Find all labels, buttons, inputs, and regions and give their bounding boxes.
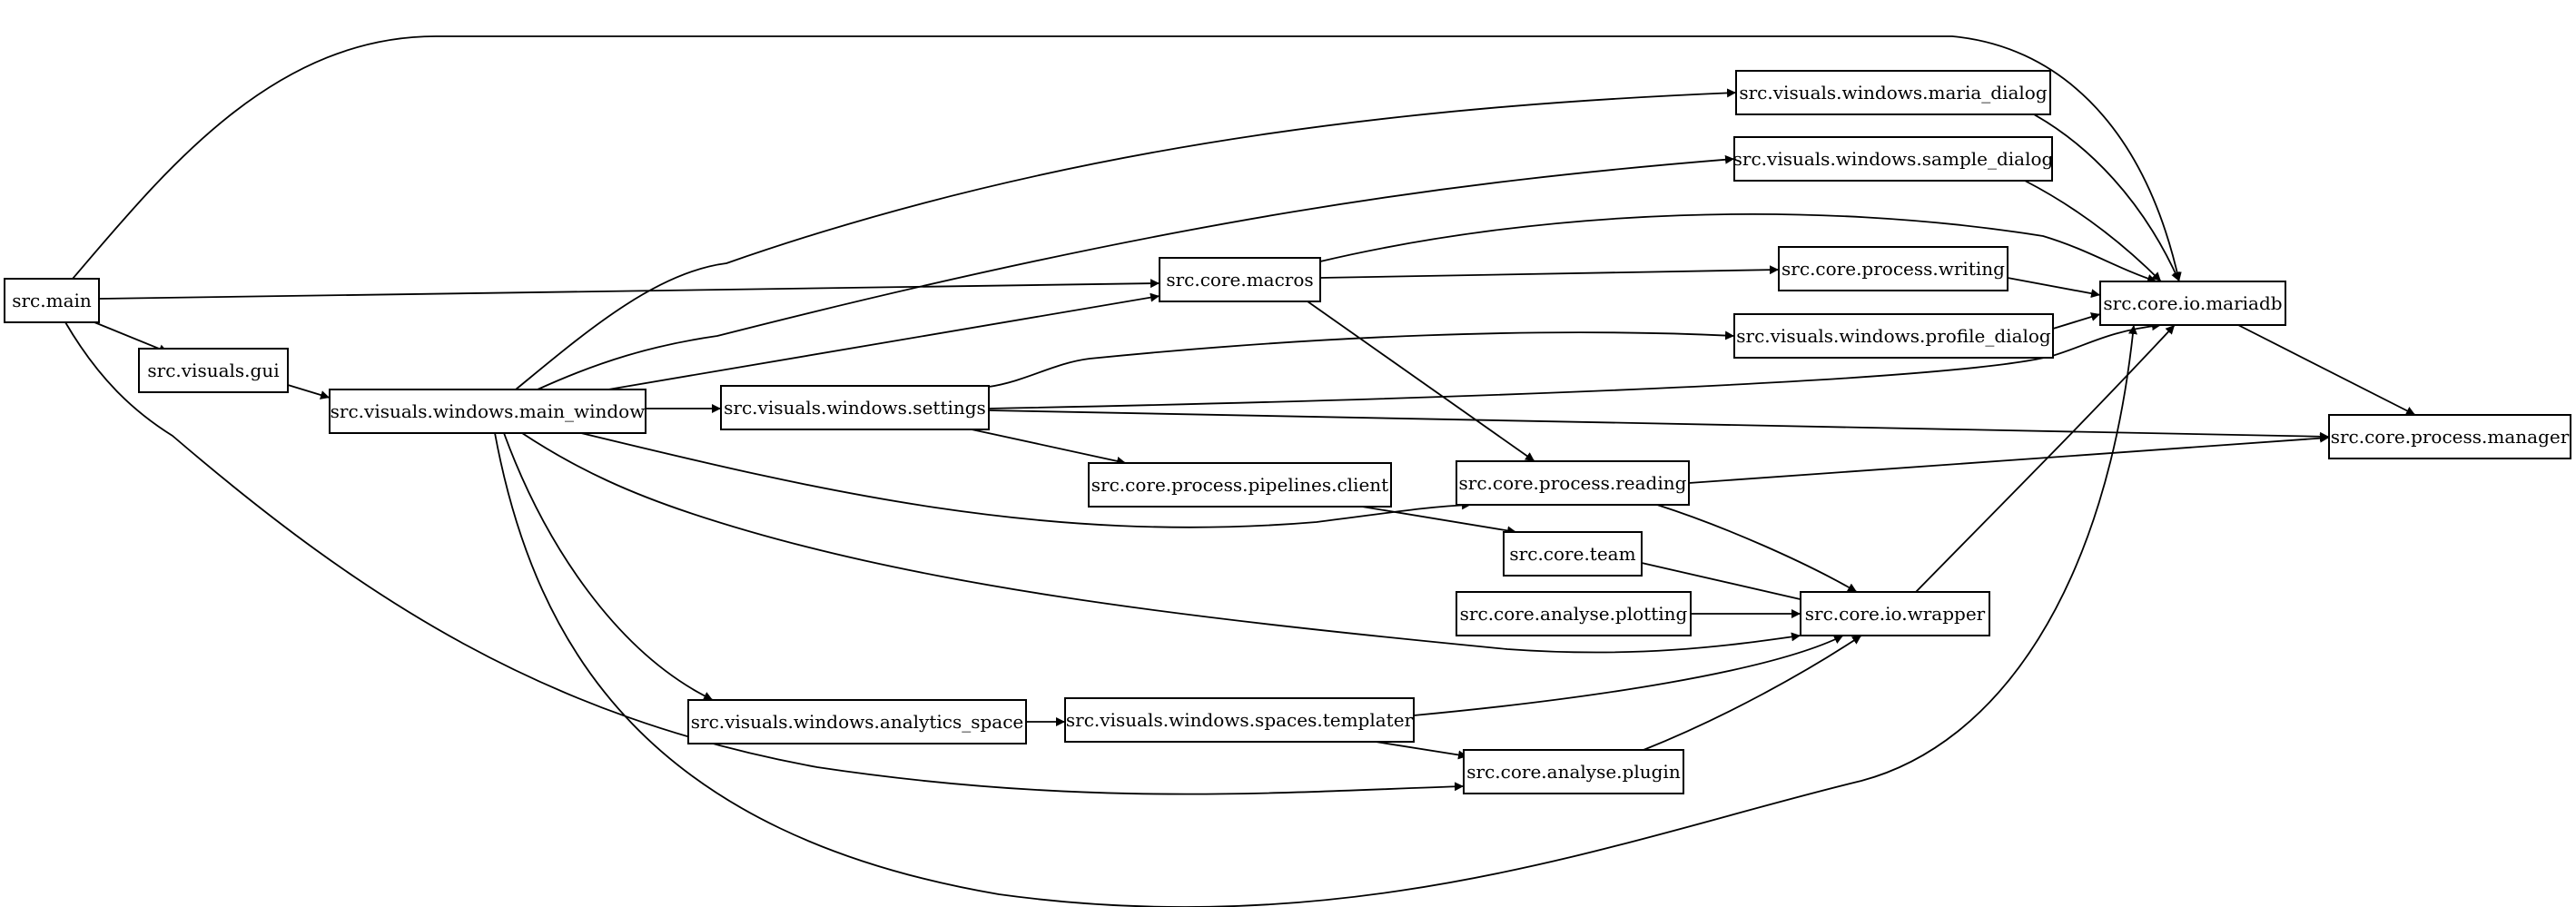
- edge-main-window-to-wrapper: [521, 432, 1801, 654]
- node-reading: src.core.process.reading: [1456, 460, 1690, 506]
- node-label: src.core.team: [1509, 543, 1635, 565]
- edge-settings-to-profile-dialog: [988, 330, 1735, 388]
- node-box: [1064, 697, 1415, 743]
- node-label: src.visuals.windows.analytics_space: [691, 711, 1024, 733]
- node-label: src.visuals.windows.maria_dialog: [1739, 82, 2047, 104]
- edge-macros-to-mariadb: [1319, 212, 2157, 283]
- edge-main-window-to-sample-dialog: [537, 154, 1735, 390]
- edge-main-window-to-mariadb: [494, 324, 2137, 907]
- edge-team-to-wrapper: [1641, 562, 1817, 606]
- edge-gui-to-main-window: [287, 384, 331, 399]
- node-box: [329, 389, 646, 434]
- node-label: src.visuals.gui: [147, 360, 279, 381]
- node-sample-dialog: src.visuals.windows.sample_dialog: [1733, 136, 2054, 182]
- edge-main-to-macros: [98, 279, 1160, 300]
- node-label: src.core.analyse.plugin: [1466, 761, 1681, 783]
- edge-main-window-to-analytics: [503, 432, 714, 701]
- edge-main-to-plugin: [64, 321, 1465, 795]
- edges-layer: [64, 35, 2416, 907]
- node-label: src.core.io.wrapper: [1805, 603, 1986, 625]
- node-plotting: src.core.analyse.plotting: [1456, 591, 1692, 636]
- edge-reading-to-wrapper: [1656, 504, 1858, 593]
- node-box: [1463, 749, 1684, 794]
- node-box: [1456, 591, 1692, 636]
- edge-templater-to-plugin: [1375, 741, 1468, 760]
- node-settings: src.visuals.windows.settings: [720, 385, 990, 430]
- node-box: [1778, 246, 2008, 291]
- node-label: src.visuals.windows.profile_dialog: [1736, 325, 2051, 347]
- node-box: [1735, 70, 2051, 115]
- node-box: [687, 699, 1027, 744]
- node-box: [720, 385, 990, 430]
- node-label: src.visuals.windows.spaces.templater: [1066, 709, 1414, 731]
- node-macros: src.core.macros: [1159, 257, 1321, 302]
- edge-mariadb-to-manager: [2237, 324, 2416, 416]
- edge-settings-to-mariadb: [988, 321, 2162, 409]
- edge-profile-dialog-to-mariadb: [2052, 312, 2101, 330]
- node-box: [1456, 460, 1690, 506]
- edge-macros-to-reading: [1307, 301, 1535, 462]
- node-manager: src.core.process.manager: [2328, 414, 2571, 459]
- edge-main-window-to-maria-dialog: [515, 88, 1737, 390]
- edge-sample-dialog-to-mariadb: [2024, 180, 2162, 282]
- node-main-window: src.visuals.windows.main_window: [329, 389, 646, 434]
- node-label: src.visuals.windows.sample_dialog: [1733, 148, 2054, 170]
- node-wrapper: src.core.io.wrapper: [1800, 591, 1990, 636]
- edge-main-to-mariadb: [72, 35, 2182, 282]
- node-box: [1733, 313, 2054, 359]
- edge-maria-dialog-to-mariadb: [2033, 113, 2180, 282]
- node-label: src.core.process.pipelines.client: [1091, 474, 1388, 496]
- node-box: [2328, 414, 2571, 459]
- node-mariadb: src.core.io.mariadb: [2099, 281, 2286, 326]
- node-box: [1733, 136, 2053, 182]
- node-box: [1159, 257, 1321, 302]
- edge-templater-to-wrapper: [1413, 635, 1844, 716]
- node-label: src.core.analyse.plotting: [1460, 603, 1688, 625]
- node-main: src.main: [4, 278, 100, 323]
- node-box: [138, 348, 289, 393]
- edge-pipelines-to-team: [1361, 506, 1517, 536]
- edge-settings-to-pipelines: [971, 429, 1127, 466]
- node-profile-dialog: src.visuals.windows.profile_dialog: [1733, 313, 2054, 359]
- node-box: [1503, 531, 1643, 577]
- node-writing: src.core.process.writing: [1778, 246, 2008, 291]
- node-label: src.core.process.reading: [1459, 472, 1687, 494]
- edge-macros-to-writing: [1319, 265, 1780, 279]
- node-plugin: src.core.analyse.plugin: [1463, 749, 1684, 794]
- node-maria-dialog: src.visuals.windows.maria_dialog: [1735, 70, 2051, 115]
- edge-plugin-to-wrapper: [1643, 635, 1862, 751]
- node-pipelines: src.core.process.pipelines.client: [1088, 462, 1392, 508]
- node-label: src.visuals.windows.main_window: [331, 400, 646, 422]
- node-box: [4, 278, 100, 323]
- edge-writing-to-mariadb: [2007, 277, 2101, 299]
- node-analytics: src.visuals.windows.analytics_space: [687, 699, 1027, 744]
- node-label: src.core.process.writing: [1781, 258, 2005, 280]
- edge-main-window-to-macros: [607, 292, 1160, 390]
- edge-wrapper-to-mariadb: [1915, 324, 2176, 593]
- node-box: [1088, 462, 1392, 508]
- node-box: [2099, 281, 2286, 326]
- node-gui: src.visuals.gui: [138, 348, 289, 393]
- edge-reading-to-manager: [1688, 433, 2330, 484]
- edge-main-window-to-reading: [580, 432, 1472, 528]
- node-label: src.visuals.windows.settings: [724, 397, 986, 419]
- edge-main-to-gui: [94, 321, 169, 353]
- node-team: src.core.team: [1503, 531, 1643, 577]
- node-label: src.core.macros: [1166, 269, 1313, 291]
- node-label: src.core.io.mariadb: [2103, 292, 2282, 314]
- node-templater: src.visuals.windows.spaces.templater: [1064, 697, 1415, 743]
- node-box: [1800, 591, 1990, 636]
- node-label: src.core.process.manager: [2331, 426, 2570, 448]
- nodes-layer: src.main src.visuals.gui src.visuals.windo…: [4, 70, 2571, 794]
- edge-settings-to-manager: [988, 409, 2330, 441]
- node-label: src.main: [12, 290, 92, 311]
